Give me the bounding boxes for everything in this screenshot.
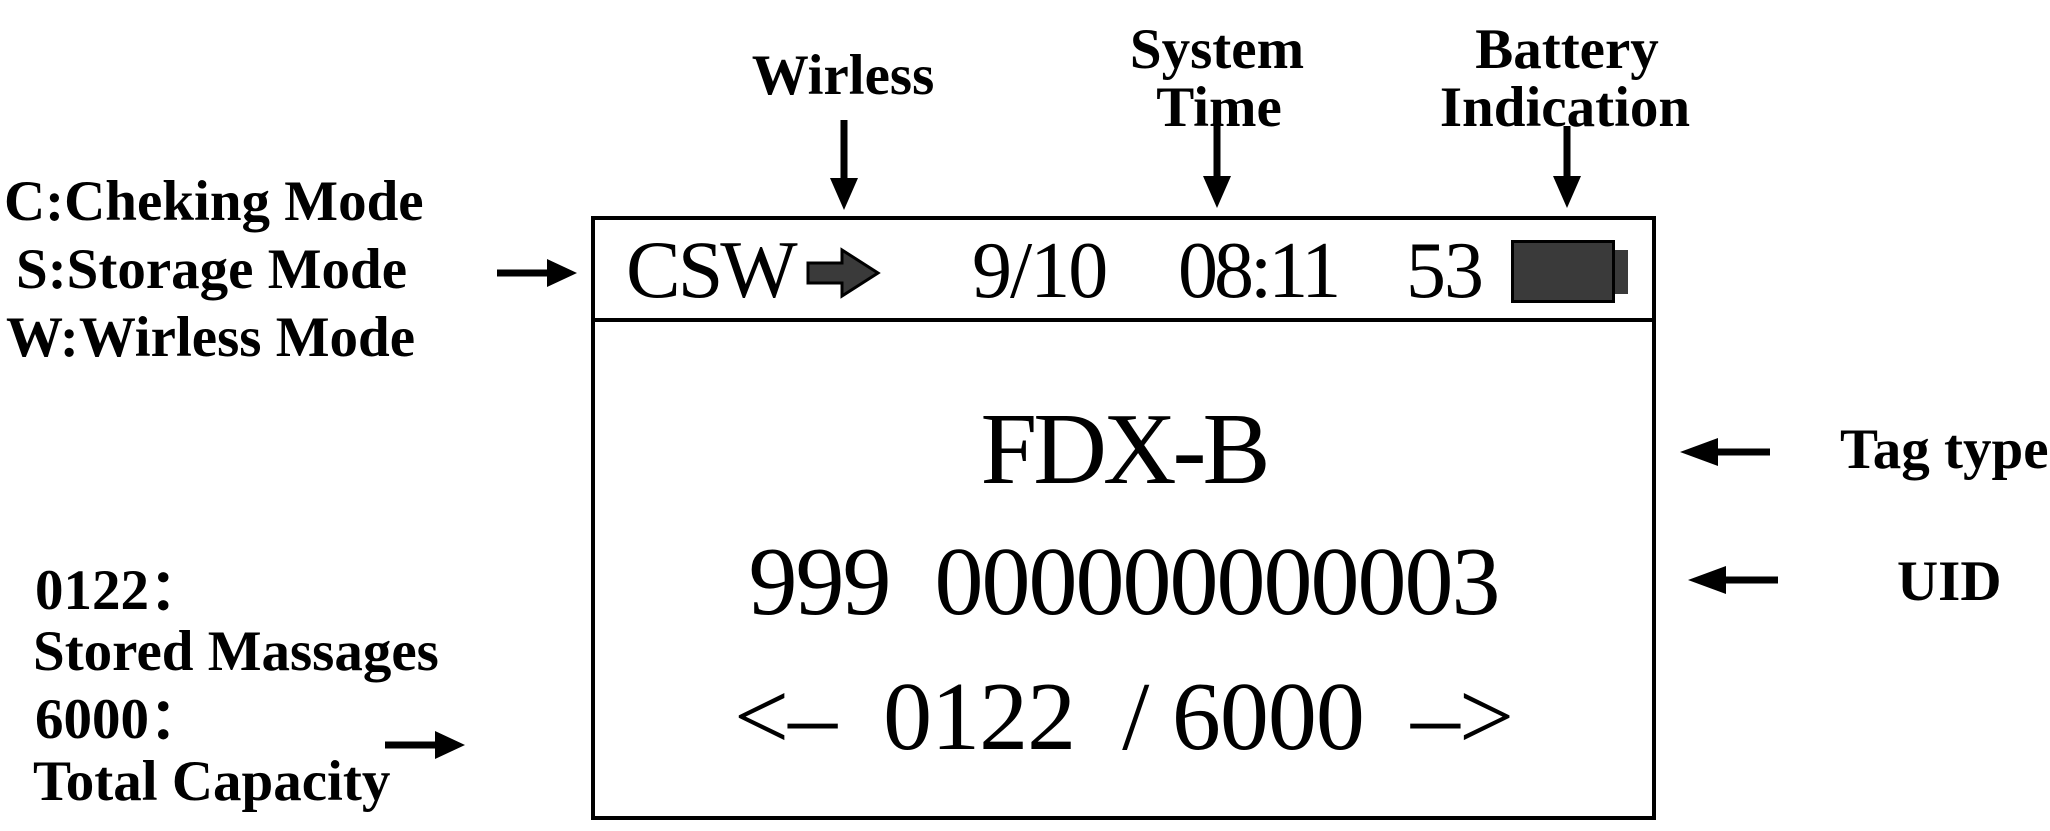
device-screen: [591, 216, 1656, 820]
system-time-down-arrow-icon: [1203, 126, 1231, 208]
battery-down-arrow-icon: [1553, 126, 1581, 208]
uid-value: 999 000000000003: [748, 528, 1501, 636]
uid-left-arrow-icon: [1688, 566, 1778, 594]
battery-icon: [1511, 240, 1615, 303]
tag-type-annotation-label: Tag type: [1840, 418, 2049, 481]
status-date: 9/10: [972, 227, 1108, 315]
status-time: 08:11: [1178, 227, 1341, 315]
stored-messages-count-label: 0122：: [35, 559, 206, 622]
wireless-transfer-block-arrow-icon: [806, 247, 881, 299]
battery-annotation-line1: Battery: [1475, 18, 1659, 81]
wireless-annotation-label: Wirless: [751, 44, 935, 107]
uid-annotation-label: UID: [1897, 550, 2002, 613]
status-battery-percent: 53: [1406, 227, 1484, 315]
legend-checking-mode: C:Cheking Mode: [4, 170, 424, 233]
legend-storage-mode: S:Storage Mode: [16, 238, 408, 301]
message-counter-value: <– 0122 / 6000 –>: [733, 663, 1514, 771]
total-capacity-count-label: 6000：: [35, 688, 206, 751]
wireless-down-arrow-icon: [830, 120, 858, 210]
status-bar-divider: [591, 318, 1656, 322]
tag-type-left-arrow-icon: [1680, 438, 1770, 466]
stored-messages-text-label: Stored Massages: [33, 620, 439, 683]
capacity-right-arrow-icon: [385, 731, 465, 759]
status-mode-flags: CSW: [626, 224, 798, 315]
legend-wireless-mode: W:Wirless Mode: [6, 306, 415, 369]
total-capacity-text-label: Total Capacity: [33, 750, 391, 813]
battery-icon-terminal: [1615, 250, 1628, 294]
tag-type-value: FDX-B: [980, 393, 1270, 506]
mode-legend-right-arrow-icon: [497, 259, 577, 287]
system-time-annotation-line1: System: [1129, 18, 1305, 81]
